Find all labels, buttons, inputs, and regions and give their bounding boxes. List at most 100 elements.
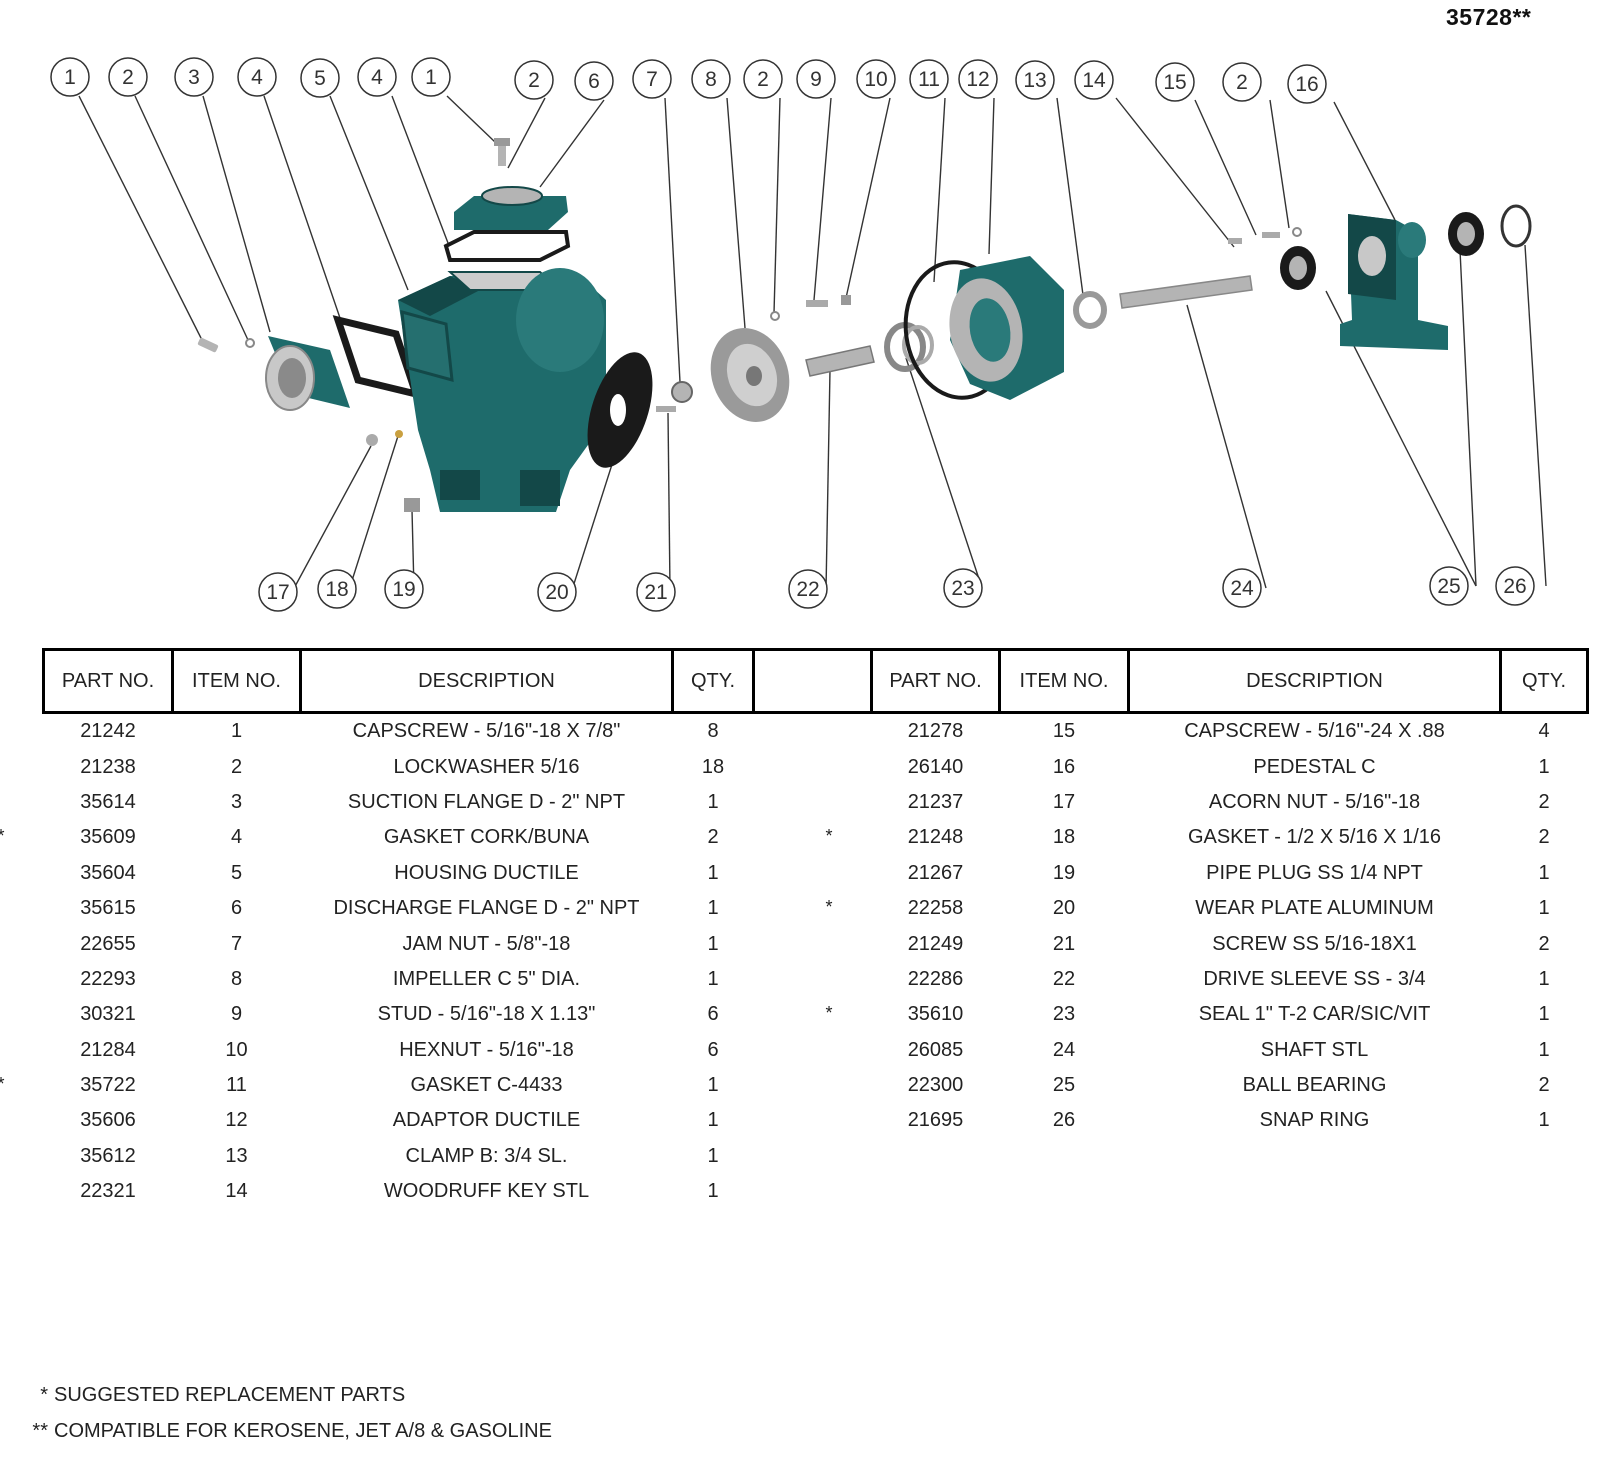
part-no-cell-text: 21242 — [80, 720, 136, 743]
description-cell-text: SEAL 1" T-2 CAR/SIC/VIT — [1198, 1003, 1431, 1026]
qty-cell-text: 1 — [707, 1109, 719, 1132]
pipe-plug-part — [404, 498, 420, 512]
qty-cell-text: 2 — [1538, 932, 1550, 955]
footnote-text: COMPATIBLE FOR KEROSENE, JET A/8 & GASOL… — [54, 1420, 552, 1442]
qty-cell-text: 1 — [707, 897, 719, 920]
replacement-mark: * — [825, 896, 833, 917]
callout-circle — [796, 59, 836, 99]
qty-cell-text: 1 — [707, 790, 719, 813]
item-no-cell: 4 — [173, 820, 301, 855]
callout-circle — [943, 568, 983, 608]
item-no-cell-text: 9 — [230, 1003, 243, 1026]
item-no-cell-text: 24 — [1052, 1038, 1076, 1061]
adaptor-part — [949, 256, 1064, 400]
part-no-cell-text: 35606 — [80, 1109, 136, 1132]
description-cell-text: SNAP RING — [1259, 1109, 1370, 1132]
callout-circle — [1429, 566, 1469, 606]
footnotes: *SUGGESTED REPLACEMENT PARTS **COMPATIBL… — [14, 1384, 552, 1456]
shaft-part — [1119, 275, 1253, 309]
callout-label: 23 — [951, 577, 974, 600]
qty-cell: 1 — [1501, 856, 1588, 891]
callout-circle — [1222, 62, 1262, 102]
part-no-cell-text: 35614 — [80, 790, 136, 813]
header-qty-right: QTY. — [1499, 648, 1589, 714]
qty-cell: 8 — [673, 713, 754, 750]
callout-label: 5 — [314, 67, 326, 90]
item-no-cell-text: 2 — [230, 755, 243, 778]
capscrew-part — [197, 337, 219, 353]
callout-circle — [632, 59, 672, 99]
callout-circle — [384, 569, 424, 609]
part-no-cell-text: 22258 — [907, 897, 964, 920]
item-no-cell-text: 26 — [1052, 1109, 1076, 1132]
callout-label: 20 — [545, 581, 568, 604]
description-cell: SUCTION FLANGE D - 2" NPT — [301, 785, 673, 820]
description-cell-text: SHAFT STL — [1260, 1038, 1369, 1061]
description-cell: GASKET C-4433 — [301, 1068, 673, 1103]
qty-cell: 1 — [673, 926, 754, 961]
item-no-cell-text: 4 — [230, 826, 243, 849]
callout-label: 7 — [646, 68, 658, 91]
callout-label: 2 — [122, 66, 134, 89]
qty-cell-text: 1 — [707, 967, 719, 990]
header-part-no: PART NO. — [42, 648, 174, 714]
callout-label: 3 — [188, 66, 200, 89]
item-no-cell: 25 — [1000, 1068, 1129, 1103]
housing-part — [398, 268, 606, 512]
callout-label: 21 — [644, 581, 667, 604]
part-no-cell: 22293 — [44, 962, 173, 997]
item-no-cell: 14 — [173, 1174, 301, 1209]
item-no-cell: 3 — [173, 785, 301, 820]
item-no-cell: 17 — [1000, 785, 1129, 820]
header-description-right: DESCRIPTION — [1127, 648, 1502, 714]
part-no-cell: 35615 — [44, 891, 173, 926]
item-no-cell-text: 7 — [230, 932, 243, 955]
empty-cell — [1129, 1139, 1501, 1174]
item-no-cell: 13 — [173, 1139, 301, 1174]
empty-cell — [1000, 1174, 1129, 1209]
callout-circle — [237, 57, 277, 97]
footnote-mark: * — [40, 1384, 48, 1406]
part-no-cell-text: 35610 — [907, 1003, 964, 1026]
callout-label: 22 — [796, 578, 819, 601]
parts-artwork — [197, 138, 1532, 512]
description-cell: STUD - 5/16"-18 X 1.13" — [301, 997, 673, 1032]
empty-cell — [1129, 1174, 1501, 1209]
description-cell: CAPSCREW - 5/16"-18 X 7/8" — [301, 713, 673, 750]
capscrew-top-part — [498, 140, 506, 166]
item-no-cell-text: 18 — [1052, 826, 1076, 849]
item-no-cell: 20 — [1000, 891, 1129, 926]
callout-label: 9 — [810, 68, 822, 91]
part-no-cell-text: 35609 — [80, 826, 136, 849]
item-no-cell: 11 — [173, 1068, 301, 1103]
item-no-cell: 24 — [1000, 1033, 1129, 1068]
callout-circle — [1074, 60, 1114, 100]
item-no-cell: 19 — [1000, 856, 1129, 891]
header-qty: QTY. — [671, 648, 755, 714]
spacer-cell — [754, 891, 872, 926]
description-cell: JAM NUT - 5/8"-18 — [301, 926, 673, 961]
item-no-cell-text: 19 — [1052, 861, 1076, 884]
description-cell: PEDESTAL C — [1129, 749, 1501, 784]
item-no-cell-text: 22 — [1052, 967, 1076, 990]
callout-label: 14 — [1082, 69, 1106, 92]
callout-circle — [514, 60, 554, 100]
callout-label: 19 — [392, 578, 415, 601]
item-no-cell: 16 — [1000, 749, 1129, 784]
description-cell: HEXNUT - 5/16"-18 — [301, 1033, 673, 1068]
description-cell-text: DISCHARGE FLANGE D - 2" NPT — [333, 897, 640, 920]
qty-cell: 1 — [1501, 749, 1588, 784]
description-cell-text: IMPELLER C 5" DIA. — [392, 967, 581, 990]
part-no-cell-text: 21238 — [80, 755, 136, 778]
part-no-cell: 21249 — [872, 926, 1000, 961]
part-no-cell: 26140 — [872, 749, 1000, 784]
part-no-cell: *21248 — [826, 820, 1000, 855]
empty-cell — [872, 1174, 1000, 1209]
qty-cell-text: 6 — [707, 1003, 719, 1026]
